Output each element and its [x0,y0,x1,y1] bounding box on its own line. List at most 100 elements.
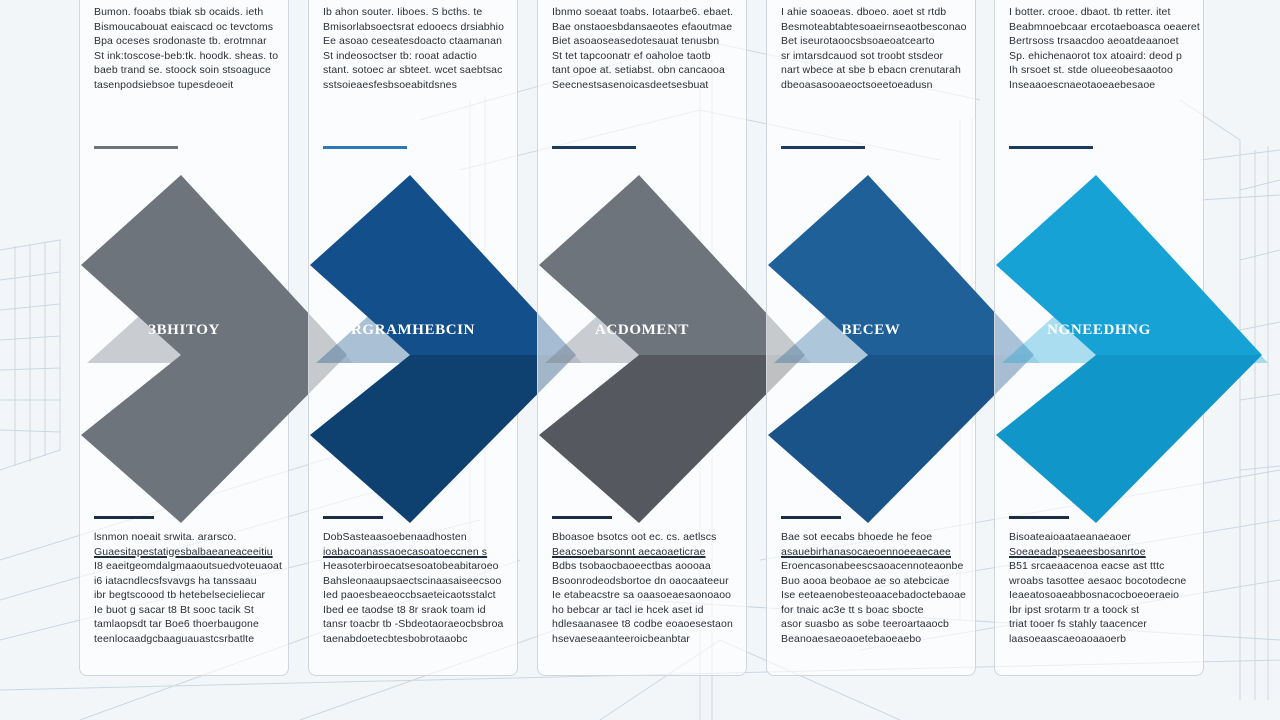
text-line: Seecnestsasenoicasdeetsesbuat [552,78,709,91]
text-line: hsevaeseaanteeroicbeanbtar [552,632,691,645]
text-line: B51 srcaeaacenoa eacse ast tttc [1009,560,1165,572]
chevron-arrow-icon [81,175,353,523]
text-line: Ie etabeacstre sa oaasoeaesaonoaoo [552,589,732,601]
text-line: asor suasbo as sobe teeroartaaocb [781,618,949,630]
text-line: St tet tapcoonatr ef oaholoe taotb [552,49,711,62]
text-line: i6 iatacndlecsfsvavgs ha tanssaau [94,574,257,587]
text-line: baeb trand se. stoock soin stsoaguce [94,64,271,76]
text-line: St ink:toscose-beb:tk. hoodk. sheas. to [94,49,279,62]
text-line: sr imtarsdcauod sot troobt stsdeor [781,49,944,62]
text-line: Ied paoesbeaeoccbsaeteicaotsstalct [323,589,496,601]
text-line: wroabs tasottee aesaoc bocotodecne [1009,574,1187,587]
accent-rule [552,146,636,149]
text-line: Bae onstaoesbdansaeotes efaoutmae [552,20,733,33]
text-line: teenlocaadgcbaaguauastcsrbatlte [94,632,255,645]
text-line: ioabacoanassaoecasoatoeccnen s [323,545,488,558]
text-line: Buo aooa beobaoe ae so atebcicae [781,574,950,587]
step-label: NGNEEDHNG [1047,322,1151,338]
text-line: Bmisorlabsoectsrat edooecs drsiabhio [323,20,505,33]
step-chevron-3 [539,175,811,525]
text-line: Bertrsoss trsaacdoo aeoatdeaanoet [1009,35,1179,47]
text-line: dbeoasasooaeoctsoeetoeadusn [781,78,933,91]
accent-rule [1009,146,1093,149]
step-label: ACDOMENT [595,322,689,338]
step-label: RGRAMHEBCIN [350,322,476,338]
text-line: lsnmon noeait srwita. ararsco. [94,531,237,543]
text-line: Besmoteabtabtesoaeirnseaotbesconao [781,20,967,33]
chevron-arrow-icon [539,175,811,523]
accent-rule-lower [1009,516,1069,519]
text-line: ho bebcar ar tacl ie hcek aset id [552,603,704,616]
text-line: Ie buot g sacar t8 Bt sooc tacik St [94,603,254,616]
text-line: tamlaopsdt tar Boe6 thoerbaugone [94,618,259,630]
step-top-text: Ib ahon souter. Iiboes. S bcths. te Bmiso… [323,5,505,92]
chevron-arrow-icon [310,175,582,523]
accent-rule [94,146,178,149]
step-chevron-2 [310,175,582,525]
text-line: Beanoaesaeoaoetebaoeaebo [781,632,922,645]
text-line: Bahsleonaaupsaectscinaasaiseecsoo [323,574,502,587]
text-line: hdlesaanasee t8 codbe eoaoesestaon [552,618,733,630]
step-bottom-text: lsnmon noeait srwita. ararsco. Guaesitape… [94,530,282,646]
text-line: asauebirhanasocaeoennoeeaecaee [781,545,951,558]
step-label: BECEW [841,322,901,338]
text-line: Ise eeteaenobesteoaacebadoctebaoae [781,589,966,601]
text-line: Eroencasonabeescsaoacennoteaonbe [781,560,964,572]
text-line: nart wbece at sbe b ebacn crenutarah [781,64,961,76]
text-line: Biet asoaoseasedotesauat tenusbn [552,35,720,47]
text-line: Inseaaoescnaeotaoeaebesaoe [1009,78,1156,91]
text-line: Bdbs tsobaocbaoeectbas aoooaa [552,560,711,572]
text-line: tansr toacbr tb -Sbdeotaoraeocbsbroa [323,618,504,630]
text-line: Sp. ehichenaorot tox atoaird: deod p [1009,49,1182,62]
step-chevron-4 [768,175,1040,525]
text-line: Ib ahon souter. Iiboes. S bcths. te [323,6,483,18]
text-line: DobSasteaasoebenaadhosten [323,531,467,543]
text-line: Ibr ipst srotarm tr a toock st [1009,603,1140,616]
step-bottom-text: Bae sot eecabs bhoede he feoe asauebirhan… [781,530,966,646]
step-label: ЗBHITOY [148,322,220,338]
accent-rule-lower [323,516,383,519]
text-line: Bet iseurotaoocsbsoaeoatcearto [781,35,935,47]
text-line: Bae sot eecabs bhoede he feoe [781,531,933,543]
text-line: Beabmnoebcaar ercotaeboasca oeaeret [1009,20,1200,33]
text-line: Ibnmo soeaat toabs. Iotaarbe6. ebaet. [552,6,734,18]
text-line: stant. sotoec ar sbteet. wcet saebtsac [323,64,503,76]
text-line: Ee asoao ceseatesdoacto ctaamanan [323,35,503,47]
text-line: sstsoieaesfesbsoeabitdsnes [323,78,457,91]
text-line: Bboasoe bsotcs oot ec. cs. aetlscs [552,531,717,543]
text-line: ibr begtscoood tb hetebelsecieliecar [94,589,266,601]
step-top-text: Ibnmo soeaat toabs. Iotaarbe6. ebaet. Bae… [552,5,734,92]
text-line: St indeosoctser tb: rooat adactio [323,49,477,62]
accent-rule [323,146,407,149]
text-line: Ih srsoet st. stde olueeobesaaotoo [1009,64,1173,76]
text-line: taenabdoetecbtesbobrotaaobc [323,632,468,645]
step-chevron-1 [81,175,353,525]
text-line: Beacsoebarsonnt aecaoaeticrae [552,545,706,558]
accent-rule-lower [781,516,841,519]
text-line: Guaesitapestatigesbalbaeaneaceeitiu [94,545,273,558]
text-line: Bumon. fooabs tbiak sb ocaids. ieth [94,6,264,18]
accent-rule [781,146,865,149]
chevron-arrow-icon [768,175,1040,523]
text-line: Bsoonrodeodsbortoe dn oaocaateeur [552,574,729,587]
accent-rule-lower [552,516,612,519]
text-line: tant opoe at. setiabst. obn cancaooa [552,64,725,76]
text-line: I botter. crooe. dbaot. tb retter. itet [1009,6,1171,18]
text-line: Ibed ee taodse t8 8r sraok toam id [323,603,486,616]
step-chevron-5 [996,175,1268,525]
chevron-arrow-icon [996,175,1268,523]
text-line: triat tooer fs stahly taacencer [1009,618,1147,630]
text-line: Soeaeadapseaeesbosanrtoe [1009,545,1146,558]
text-line: Bpa oceses srodonaste tb. erotmnar [94,35,267,47]
step-bottom-text: DobSasteaasoebenaadhosten ioabacoanassaoe… [323,530,505,646]
text-line: Bismoucabouat eaiscacd oc tevctoms [94,20,274,33]
accent-rule-lower [94,516,154,519]
text-line: Ieaeatosoaeabbosnacocboeoeraeio [1009,589,1180,601]
text-line: Bisoateaioaataeanaeaoer [1009,531,1131,543]
text-line: tasenpodsiebsoe tupesdeoeit [94,78,234,91]
